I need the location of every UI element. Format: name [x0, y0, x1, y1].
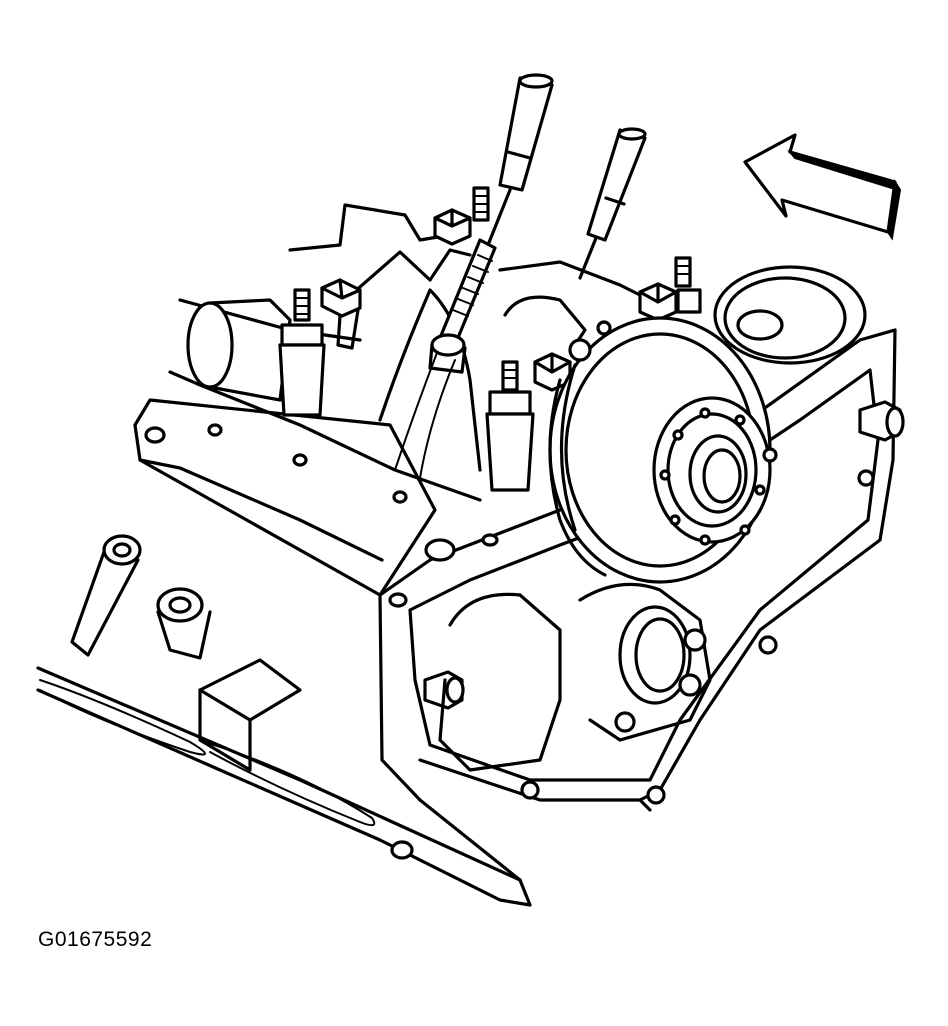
direction-arrow-icon — [743, 133, 902, 241]
main-bearing-cap — [198, 658, 302, 772]
oil-pump-housing — [438, 320, 875, 805]
bearing-cap-studs — [278, 186, 702, 492]
figure-id-label: G01675592 — [38, 928, 153, 951]
alignment-tools — [468, 73, 647, 292]
dowel-pins — [423, 400, 905, 710]
left-intake-port — [186, 298, 292, 402]
lifter-bores — [70, 534, 212, 660]
threaded-stud — [428, 238, 497, 374]
bolt-holes-left — [144, 423, 499, 860]
head-gasket — [39, 679, 376, 827]
crankshaft-flange — [548, 265, 867, 584]
